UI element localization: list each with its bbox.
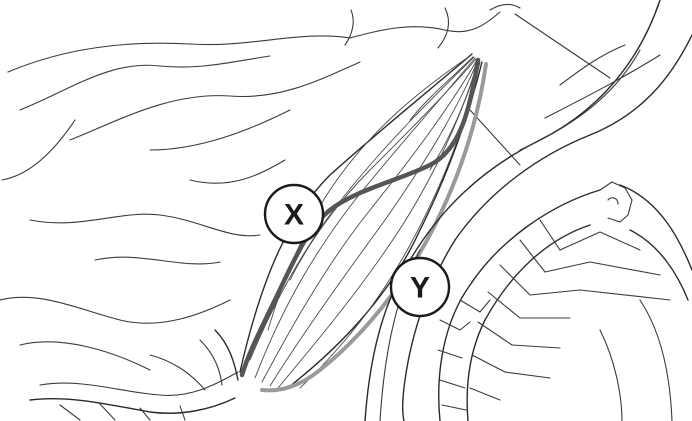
callout-x-label: X bbox=[284, 199, 304, 232]
right-structure bbox=[365, 0, 692, 421]
callout-y-label: Y bbox=[410, 272, 430, 305]
callout-y: Y bbox=[391, 258, 449, 316]
callout-x: X bbox=[265, 185, 323, 243]
ring-structure bbox=[438, 182, 692, 421]
tissue-fold bbox=[150, 330, 238, 390]
